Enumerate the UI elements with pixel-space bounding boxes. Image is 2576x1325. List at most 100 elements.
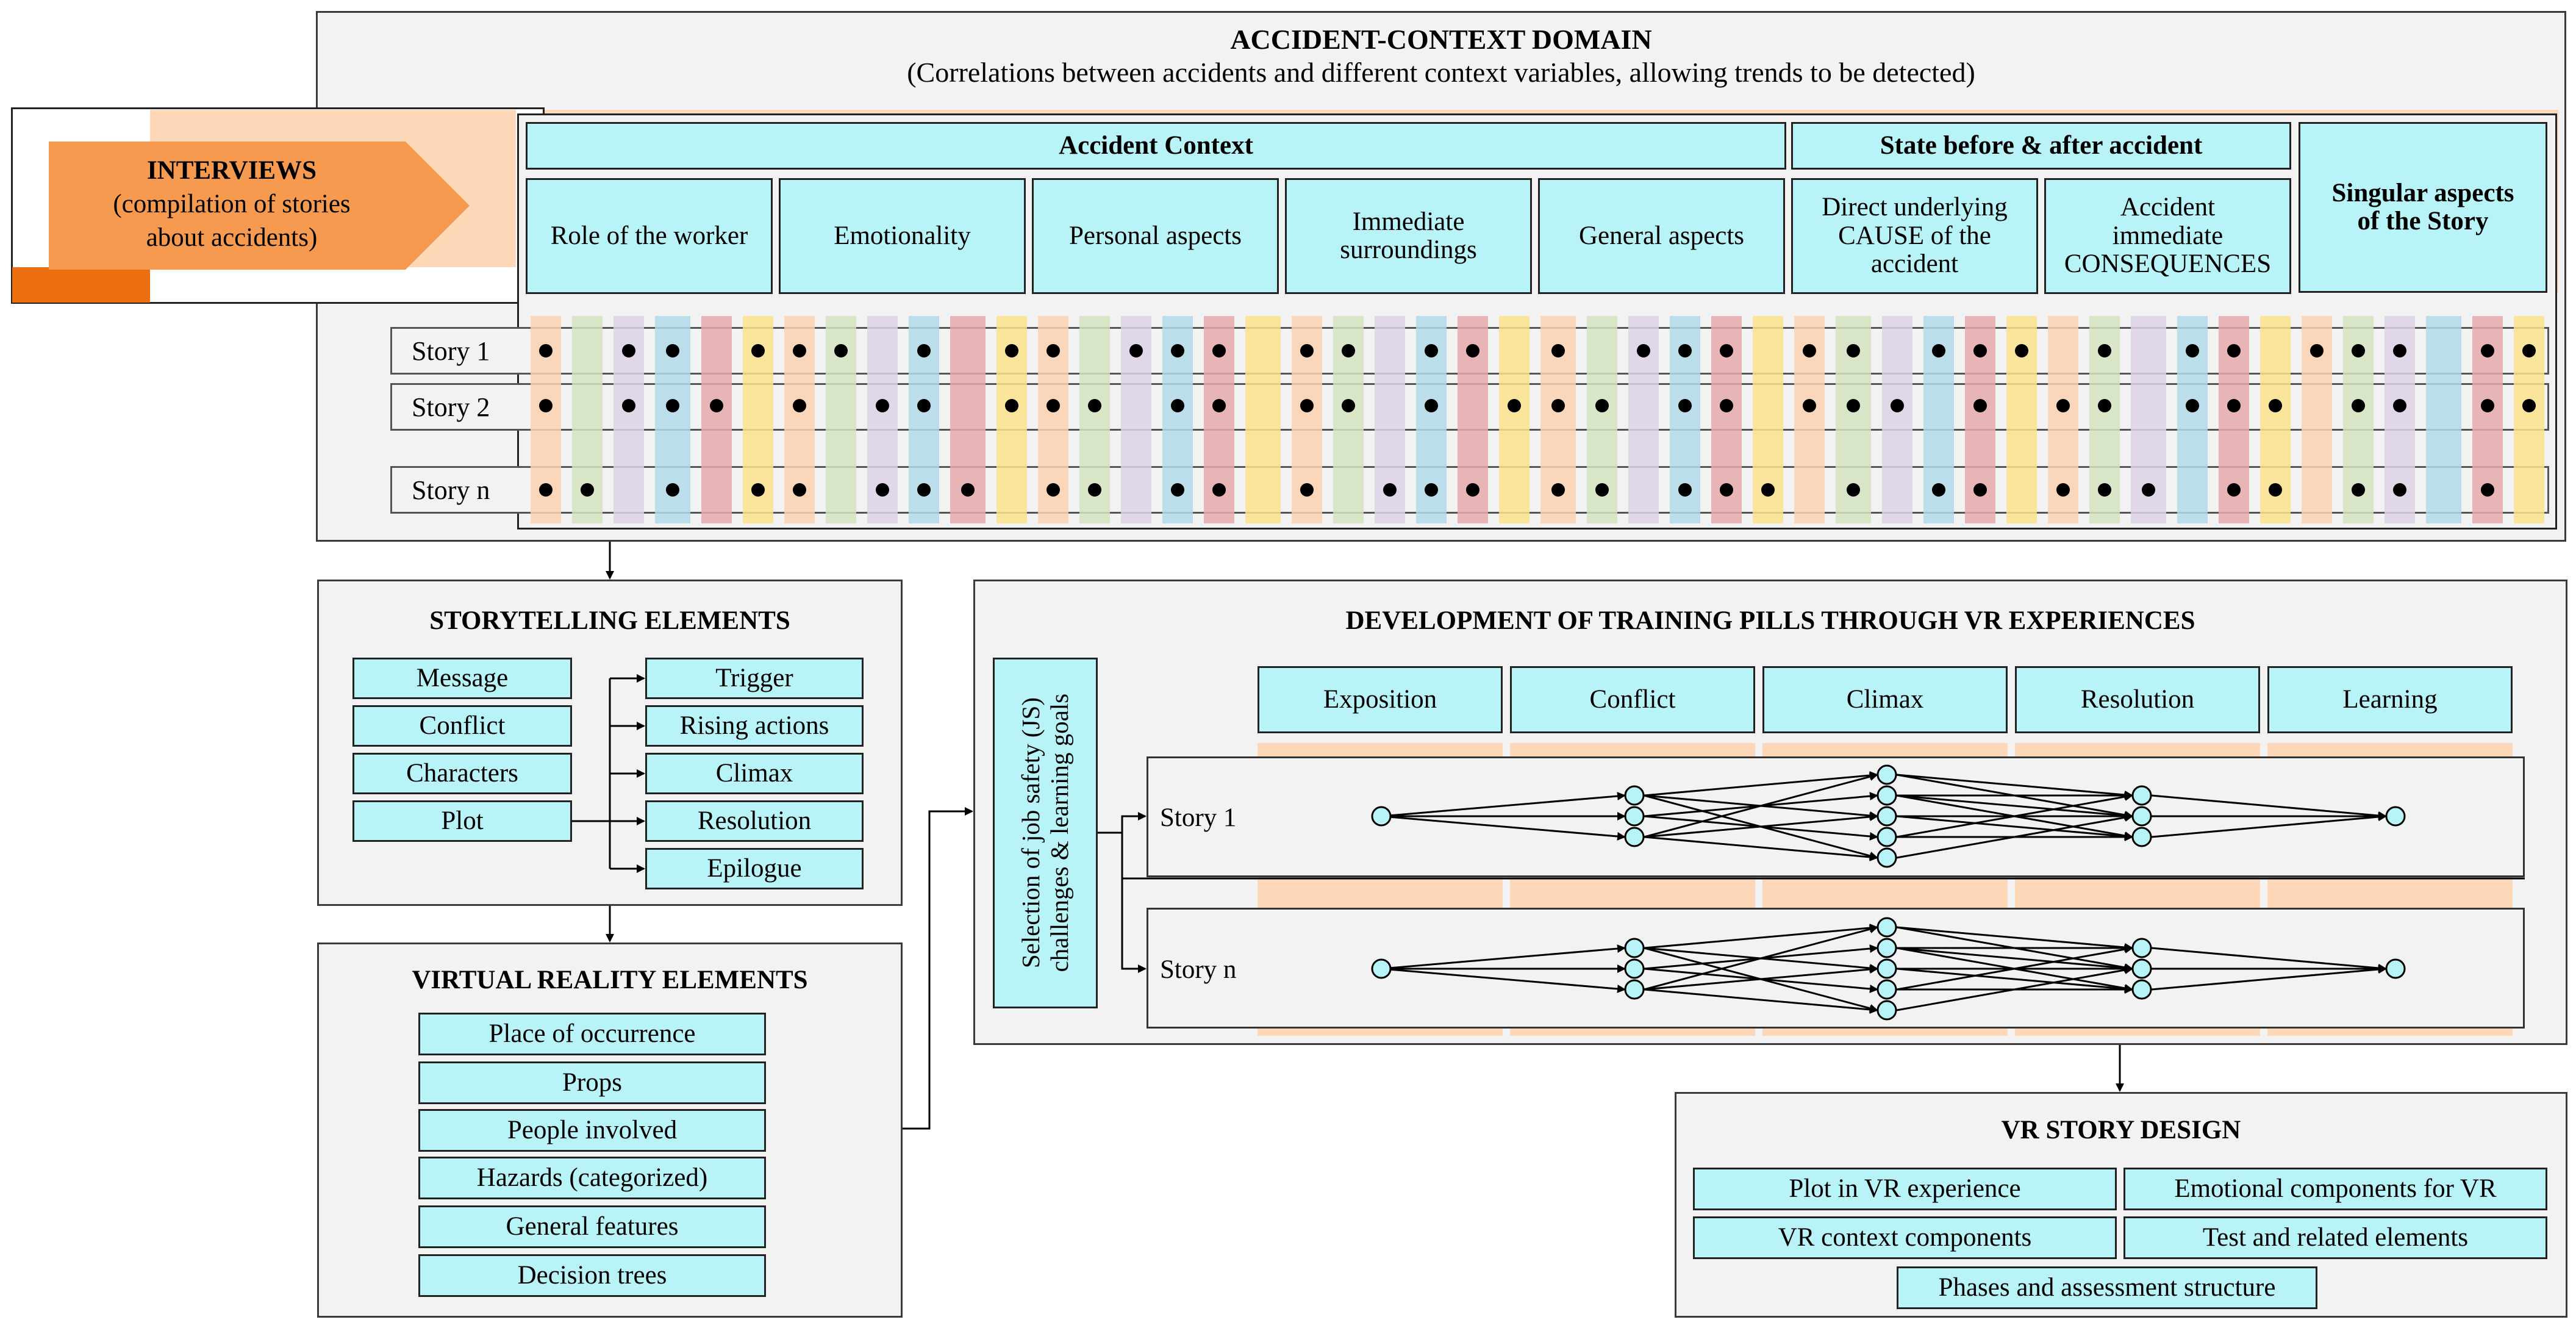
storytelling-characters: Characters: [352, 753, 572, 794]
story-1-graph-edge: [1896, 794, 2133, 820]
singular-line-2: of the Story: [2357, 207, 2489, 235]
story-1-graph-node: [1371, 806, 1392, 827]
story-1-graph-node: [1624, 827, 1645, 847]
vsd-emotional: Emotional components for VR: [2123, 1168, 2547, 1210]
story-1-graph-edge: [1644, 771, 1878, 797]
story-1-graph-node: [2385, 806, 2406, 827]
development-title: DEVELOPMENT OF TRAINING PILLS THROUGH VR…: [1345, 606, 2195, 635]
phase-resolution: Resolution: [2015, 666, 2260, 733]
story-n-label: Story n: [1160, 955, 1237, 984]
storytelling-climax: Climax: [645, 753, 864, 794]
domain-subtitle: (Correlations between accidents and diff…: [907, 57, 1975, 88]
phase-conflict: Conflict: [1510, 666, 1755, 733]
domain-title: ACCIDENT-CONTEXT DOMAIN: [1230, 24, 1652, 55]
category-immediate-consequences: Accident immediate CONSEQUENCES: [2044, 178, 2291, 294]
story-n-graph-node: [1624, 938, 1645, 958]
arrow-selection-to-story-1: [1098, 812, 1147, 834]
story-1-graph-node: [1877, 764, 1897, 785]
storytelling-epilogue: Epilogue: [645, 848, 864, 889]
story-n-graph-edge: [1896, 926, 2133, 952]
story-1-graph-edge: [1644, 836, 1878, 861]
category-line: CONSEQUENCES: [2064, 250, 2272, 279]
vr-item-people: People involved: [418, 1109, 766, 1152]
story-1-graph-node: [1624, 785, 1645, 806]
category-line: immediate: [2112, 221, 2224, 250]
arrow-selection-to-story-n: [1121, 833, 1147, 973]
story-1-graph-edge: [2151, 813, 2387, 838]
story-n-graph-edge: [1381, 968, 1626, 993]
storytelling-rising-actions: Rising actions: [645, 705, 864, 747]
vsd-phases: Phases and assessment structure: [1897, 1266, 2317, 1309]
story-n-graph-node: [1624, 958, 1645, 979]
interviews-line-1: (compilation of stories: [113, 190, 351, 219]
vr-item-decision-trees: Decision trees: [418, 1254, 766, 1297]
story-1-graph-node: [2131, 806, 2152, 827]
story-1-graph-node: [1877, 806, 1897, 827]
story-n-graph-node: [1877, 958, 1897, 979]
story-n-graph-edge: [1644, 988, 1878, 1014]
story-n-graph-edge: [1896, 947, 2133, 972]
story-n-graph-edge: [1644, 924, 1878, 949]
category-line: surroundings: [1340, 235, 1477, 264]
category-line: Personal aspects: [1068, 221, 1242, 250]
story-n-graph-node: [1877, 938, 1897, 958]
category-line: Accident: [2120, 193, 2216, 222]
interviews-accent-bar: [12, 267, 150, 303]
story-n-graph-edge: [2151, 947, 2387, 972]
vr-elements-title: VIRTUAL REALITY ELEMENTS: [412, 966, 808, 994]
category-line: General aspects: [1579, 221, 1744, 250]
story-1-graph-edge: [1381, 815, 1626, 841]
story-1-graph-node: [1877, 847, 1897, 868]
story-1-graph-edge: [1896, 774, 2133, 799]
storytelling-message: Message: [352, 658, 572, 699]
singular-line-1: Singular aspects: [2331, 178, 2514, 207]
story-1-graph-node: [2131, 785, 2152, 806]
interviews-title: INTERVIEWS: [146, 156, 317, 185]
story-n-graph-node: [1877, 917, 1897, 938]
interviews-arrow: [49, 142, 470, 270]
story-1-graph-edge: [1896, 815, 2133, 841]
story-n-graph-edge: [1896, 966, 2133, 1011]
storytelling-conflict: Conflict: [352, 705, 572, 747]
category-role-of-worker: Role of the worker: [526, 178, 773, 294]
category-line: CAUSE of the: [1838, 221, 1991, 250]
story-n-graph-node: [2131, 979, 2152, 1000]
category-line: accident: [1870, 250, 1959, 279]
category-emotionality: Emotionality: [779, 178, 1026, 294]
vr-item-props: Props: [418, 1061, 766, 1104]
story-n-graph-node: [2131, 938, 2152, 958]
story-n-graph-edge: [1896, 968, 2133, 993]
category-line: Emotionality: [834, 221, 971, 250]
story-n-graph-node: [1371, 958, 1392, 979]
vsd-test: Test and related elements: [2123, 1216, 2547, 1259]
interviews-line-2: about accidents): [146, 223, 318, 253]
category-line: Role of the worker: [550, 221, 748, 250]
story-1-graph-node: [1624, 806, 1645, 827]
story-1-graph-edge: [1381, 792, 1626, 817]
story-1-graph-edge: [1644, 813, 1878, 838]
story-n-graph-node: [1877, 979, 1897, 1000]
story-n-graph-edge: [2151, 965, 2387, 991]
category-line: Direct underlying: [1822, 193, 2008, 222]
storytelling-resolution: Resolution: [645, 800, 864, 842]
group-header-accident-context: Accident Context: [526, 122, 1786, 170]
vr-item-place: Place of occurrence: [418, 1013, 766, 1055]
category-personal-aspects: Personal aspects: [1032, 178, 1279, 294]
story-n-graph-node: [1624, 979, 1645, 1000]
interviews-text-block: INTERVIEWS (compilation of stories about…: [49, 154, 415, 254]
category-line: Immediate: [1352, 207, 1465, 236]
story-1-label: Story 1: [1160, 803, 1237, 832]
group-header-state: State before & after accident: [1791, 122, 2291, 170]
story-1-graph-edge: [1896, 792, 2133, 838]
vr-item-general-features: General features: [418, 1205, 766, 1248]
story-1-graph-node: [1877, 785, 1897, 806]
story-n-graph-node: [1877, 1000, 1897, 1021]
storytelling-plot: Plot: [352, 800, 572, 842]
vsd-context: VR context components: [1693, 1216, 2117, 1259]
phase-learning: Learning: [2267, 666, 2513, 733]
selection-box: Selection of job safety (JS) challenges …: [993, 658, 1098, 1008]
category-general-aspects: General aspects: [1538, 178, 1785, 294]
category-immediate-surroundings: Immediate surroundings: [1285, 178, 1532, 294]
story-1-graph-node: [1877, 827, 1897, 847]
